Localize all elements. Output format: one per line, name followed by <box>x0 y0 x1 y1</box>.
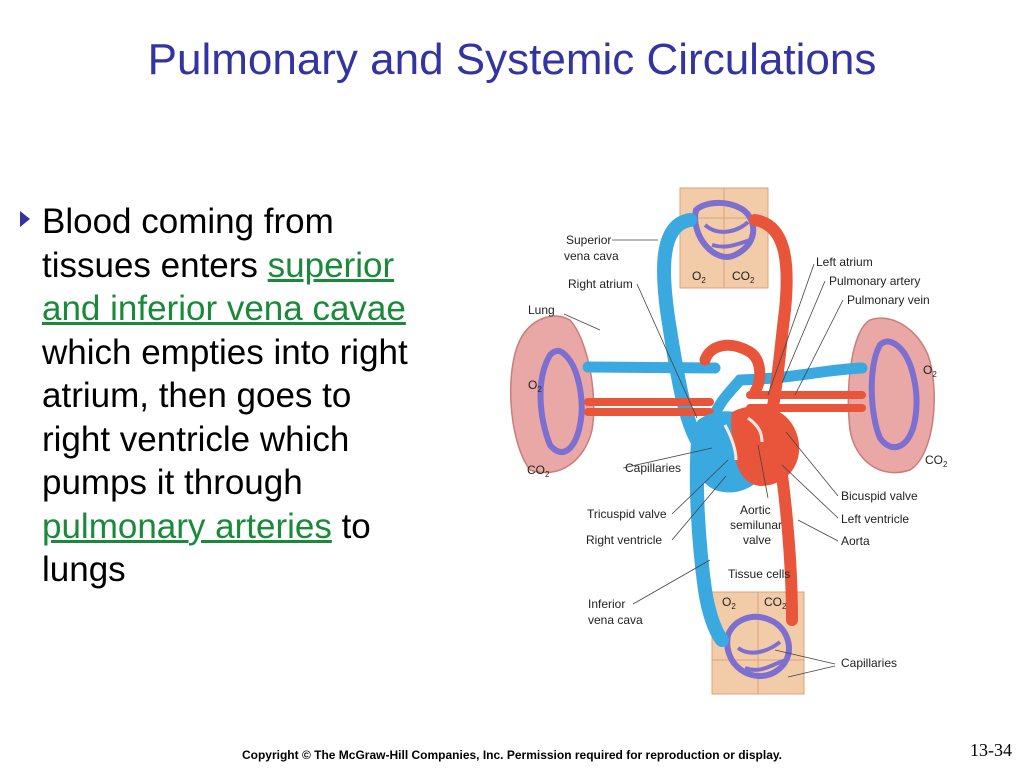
label-capillaries-mid: Capillaries <box>625 461 681 475</box>
bullet-text-part1: Blood coming from tissues enters <box>42 202 334 285</box>
gas-label-co2-left-lung: CO2 <box>527 463 550 479</box>
svg-text:O2: O2 <box>692 269 706 285</box>
svg-text:CO2: CO2 <box>925 453 948 469</box>
label-aortic-3: valve <box>743 533 771 547</box>
right-lung <box>847 317 935 474</box>
bullet-text-part3: to lungs <box>42 506 371 590</box>
svg-text:CO2: CO2 <box>527 463 550 479</box>
copyright-notice: Copyright © The McGraw-Hill Companies, I… <box>241 748 783 762</box>
bullet-text-part2: which empties into right atrium, then go… <box>42 332 408 503</box>
gas-label-co2-bottom: CO2 <box>764 595 787 611</box>
gas-label-o2-left-lung: O2 <box>528 378 542 394</box>
label-left-ventricle: Left ventricle <box>841 512 909 526</box>
label-inferior-1: Inferior <box>588 597 625 611</box>
bullet-arrow-icon <box>20 211 30 227</box>
svg-text:CO2: CO2 <box>732 269 755 285</box>
label-inferior-2: vena cava <box>588 613 643 627</box>
link-vena-cavae[interactable]: superior and inferior vena cavae <box>42 245 406 329</box>
upper-tissue-block <box>679 187 769 289</box>
label-aortic-1: Aortic <box>740 503 771 517</box>
label-tricuspid-valve: Tricuspid valve <box>587 507 667 521</box>
bullet-point: Blood coming from tissues enters superio… <box>20 200 420 592</box>
svg-text:O2: O2 <box>923 363 937 379</box>
label-right-atrium: Right atrium <box>568 277 633 291</box>
svg-text:O2: O2 <box>528 378 542 394</box>
gas-label-o2-top: O2 <box>692 269 706 285</box>
label-bicuspid-valve: Bicuspid valve <box>841 489 918 503</box>
circulation-diagram: Superior vena cava Right atrium Lung Lef… <box>500 180 960 700</box>
label-lung: Lung <box>528 303 555 317</box>
label-superior-1: Superior <box>566 233 611 247</box>
gas-label-o2-bottom: O2 <box>722 595 736 611</box>
leader-lines <box>563 239 844 678</box>
label-pulmonary-artery: Pulmonary artery <box>829 274 920 288</box>
link-pulmonary-arteries[interactable]: pulmonary arteries <box>42 506 332 546</box>
bullet-text: Blood coming from tissues enters superio… <box>42 200 420 592</box>
gas-label-co2-top: CO2 <box>732 269 755 285</box>
svg-text:O2: O2 <box>722 595 736 611</box>
gas-label-o2-right-lung: O2 <box>923 363 937 379</box>
slide-title: Pulmonary and Systemic Circulations <box>147 35 877 84</box>
slide-number: 13-34 <box>970 740 1012 760</box>
label-aortic-2: semilunar <box>730 518 782 532</box>
label-left-atrium: Left atrium <box>816 255 873 269</box>
label-capillaries-bottom: Capillaries <box>841 656 897 670</box>
label-pulmonary-vein: Pulmonary vein <box>847 293 930 307</box>
label-superior-2: vena cava <box>564 249 619 263</box>
heart <box>691 406 800 493</box>
svg-text:CO2: CO2 <box>764 595 787 611</box>
label-tissue-cells: Tissue cells <box>728 567 790 581</box>
label-aorta: Aorta <box>841 534 870 548</box>
left-lung <box>509 315 595 474</box>
label-right-ventricle: Right ventricle <box>586 533 662 547</box>
gas-label-co2-right-lung: CO2 <box>925 453 948 469</box>
